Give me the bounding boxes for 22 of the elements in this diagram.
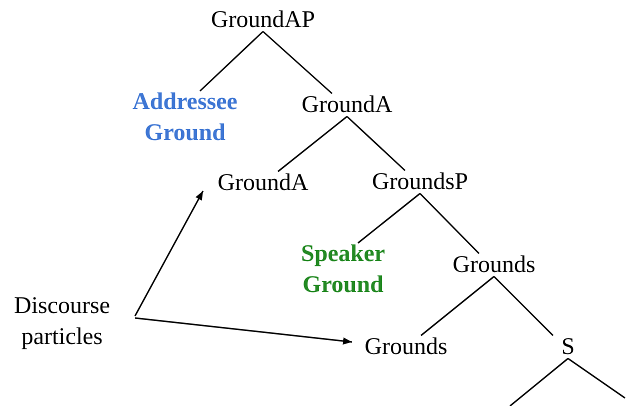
tree-node-label: S	[560, 332, 576, 362]
tree-branch	[510, 358, 568, 406]
tree-branch	[568, 358, 626, 399]
tree-branch	[262, 30, 332, 94]
tree-node-label: GroundsP	[370, 168, 469, 196]
tree-branch	[278, 116, 348, 172]
tree-branch	[419, 192, 480, 254]
tree-node-label: GroundA	[300, 90, 394, 120]
tree-branch	[199, 30, 264, 92]
tree-node-label: Grounds	[452, 250, 536, 280]
tree-branch	[493, 276, 554, 336]
tree-node-label: GroundA	[216, 168, 310, 198]
addressee-label: Addressee Ground	[132, 88, 238, 148]
tree-node-label: GroundAP	[210, 6, 316, 34]
annotation-label: Discourse particles	[13, 292, 111, 352]
tree-node-label: Grounds	[364, 332, 448, 362]
arrow	[134, 190, 204, 316]
tree-branch	[358, 192, 420, 244]
tree-branch	[420, 276, 494, 336]
arrow	[134, 317, 352, 345]
speaker-label: Speaker Ground	[300, 240, 386, 300]
tree-branch	[346, 116, 406, 172]
